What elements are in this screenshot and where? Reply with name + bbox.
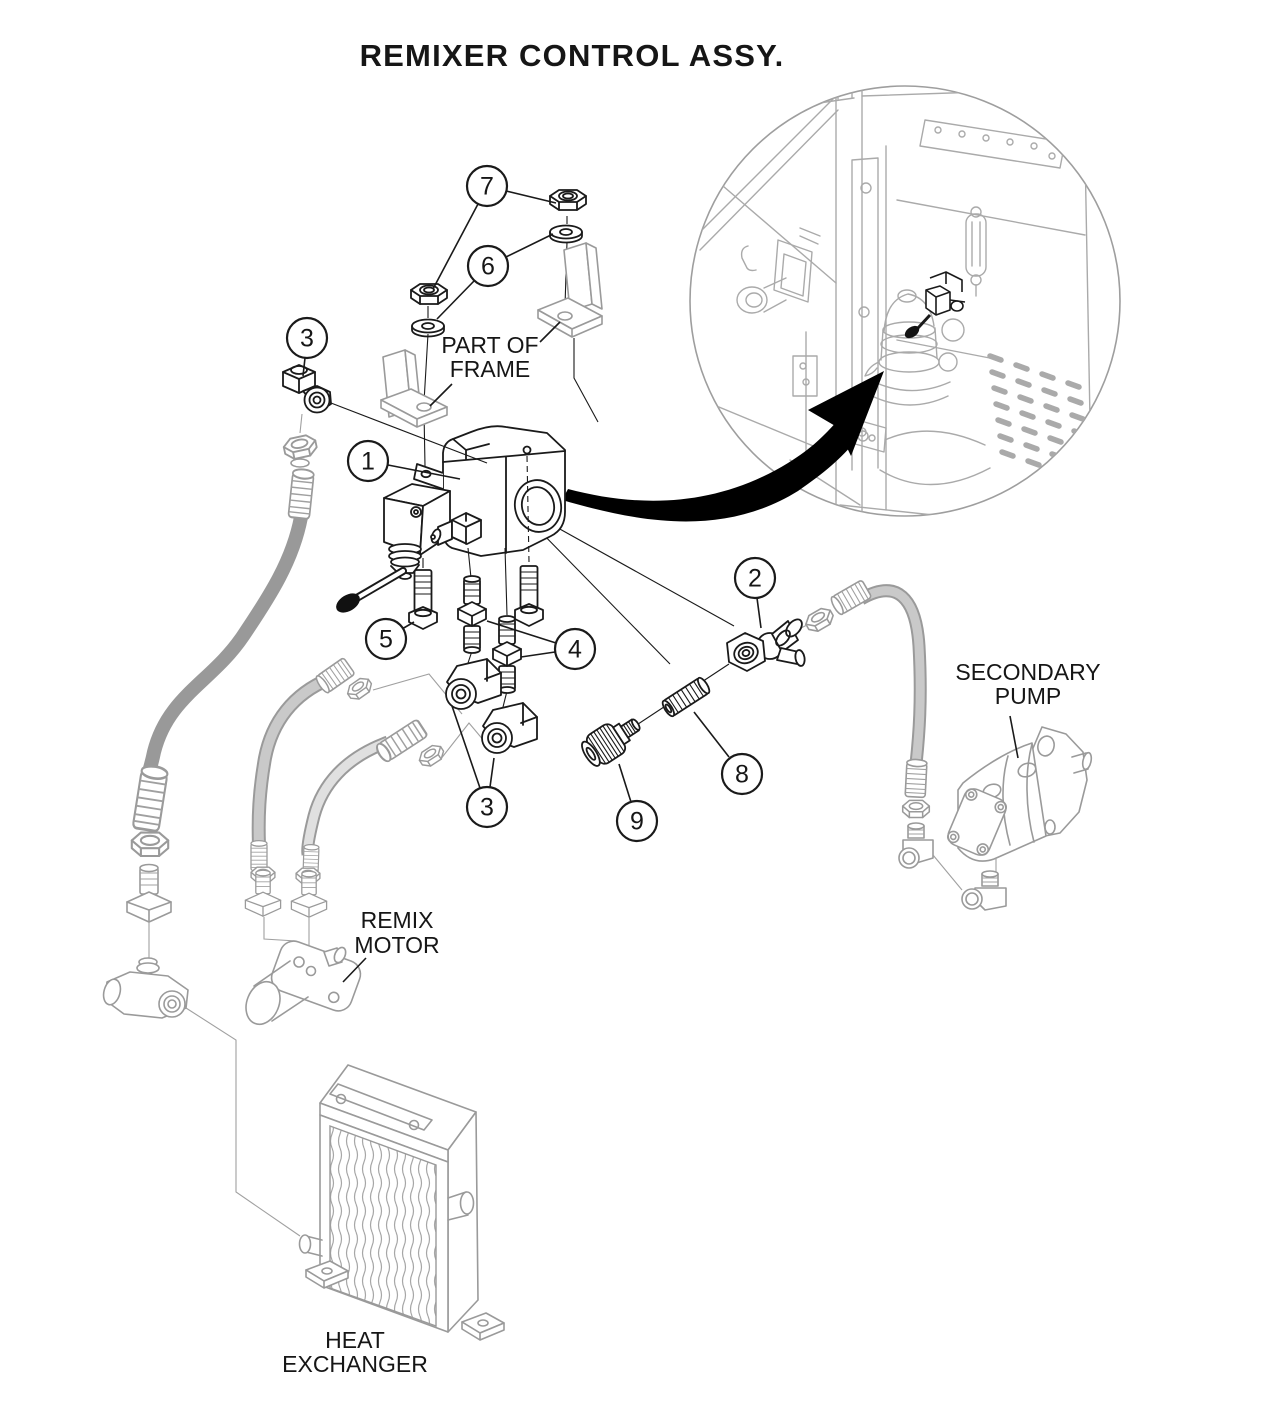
hose-pump xyxy=(798,579,963,891)
svg-text:SECONDARY: SECONDARY xyxy=(955,659,1100,685)
washer-right xyxy=(549,224,583,244)
hose-swivel-nut xyxy=(130,831,170,858)
svg-text:6: 6 xyxy=(481,253,495,281)
mounting-foot-left xyxy=(305,1260,349,1289)
elbow-fitting-lower xyxy=(481,702,538,754)
locknut-left xyxy=(410,283,448,305)
svg-text:HEAT: HEAT xyxy=(325,1327,385,1353)
svg-text:3: 3 xyxy=(480,794,494,822)
pipe-nipple-left xyxy=(457,575,487,654)
callout-3-top: 3 xyxy=(285,316,329,360)
callout-4: 4 xyxy=(553,627,597,671)
callout-6: 6 xyxy=(466,244,510,288)
heat-exchanger xyxy=(298,1064,505,1341)
callout-5: 5 xyxy=(364,617,408,661)
svg-text:7: 7 xyxy=(480,173,494,201)
inset-view xyxy=(689,85,1121,517)
callouts: 7 6 3 1 5 4 2 8 9 3 xyxy=(285,164,777,843)
pilot-fitting xyxy=(430,512,482,546)
secondary-pump xyxy=(946,726,1093,911)
svg-text:EXCHANGER: EXCHANGER xyxy=(282,1351,428,1377)
svg-text:2: 2 xyxy=(748,565,762,593)
pump-elbow-fitting xyxy=(961,870,1007,911)
elbow-fitting-top xyxy=(282,364,488,464)
label-heat-exchanger: HEAT EXCHANGER xyxy=(282,1327,428,1377)
callout-7: 7 xyxy=(465,164,509,208)
svg-text:PUMP: PUMP xyxy=(995,683,1061,709)
hose-swivel-nut xyxy=(281,432,320,462)
lever-knob xyxy=(336,593,360,613)
washer-left xyxy=(411,318,445,338)
mounting-foot-right xyxy=(461,1312,505,1341)
control-valve-assembly xyxy=(336,425,735,754)
frame-hardware xyxy=(380,189,603,467)
svg-text:9: 9 xyxy=(630,808,644,836)
callout-3-bottom: 3 xyxy=(465,785,509,829)
svg-text:3: 3 xyxy=(300,325,314,353)
elbow-fitting-upper xyxy=(445,658,502,710)
svg-text:FRAME: FRAME xyxy=(450,356,531,382)
svg-text:8: 8 xyxy=(735,761,749,789)
callout-8: 8 xyxy=(720,752,764,796)
label-part-of-frame: PART OF FRAME xyxy=(429,321,561,407)
label-secondary-pump: SECONDARY PUMP xyxy=(955,659,1101,759)
svg-text:4: 4 xyxy=(568,636,582,664)
hose-ferrule xyxy=(287,467,316,521)
remix-motor xyxy=(245,940,362,1026)
gray-tee-fitting xyxy=(102,957,189,1019)
frame-bracket-right xyxy=(537,242,603,338)
gray-elbow-fitting xyxy=(898,822,934,869)
locknut-right xyxy=(549,189,587,211)
hose-remix-return xyxy=(102,413,320,1237)
mounting-bolt-right xyxy=(514,565,544,627)
cooler-core xyxy=(329,1124,437,1327)
mounting-bolt-left xyxy=(408,569,438,630)
page-title: REMIXER CONTROL ASSY. xyxy=(360,38,785,73)
tee-fitting xyxy=(622,618,806,735)
valve-lever xyxy=(336,543,422,613)
barb-adapter xyxy=(126,863,172,923)
hose-ferrule xyxy=(131,763,170,833)
svg-text:MOTOR: MOTOR xyxy=(354,932,439,958)
callout-leaders xyxy=(302,190,762,803)
svg-text:5: 5 xyxy=(379,626,393,654)
svg-text:1: 1 xyxy=(361,448,375,476)
svg-text:PART OF: PART OF xyxy=(441,332,538,358)
knurled-plug xyxy=(581,718,641,767)
installed-valve-icon xyxy=(904,271,966,339)
label-remix-motor: REMIX MOTOR xyxy=(342,907,440,983)
svg-text:REMIX: REMIX xyxy=(361,907,434,933)
hex-coupling xyxy=(661,676,711,718)
callout-1: 1 xyxy=(346,439,390,483)
callout-2: 2 xyxy=(733,556,777,600)
frame-bracket-left xyxy=(380,349,448,428)
location-arrow xyxy=(562,371,884,522)
callout-9: 9 xyxy=(615,799,659,843)
hose-remix-b xyxy=(290,718,491,952)
